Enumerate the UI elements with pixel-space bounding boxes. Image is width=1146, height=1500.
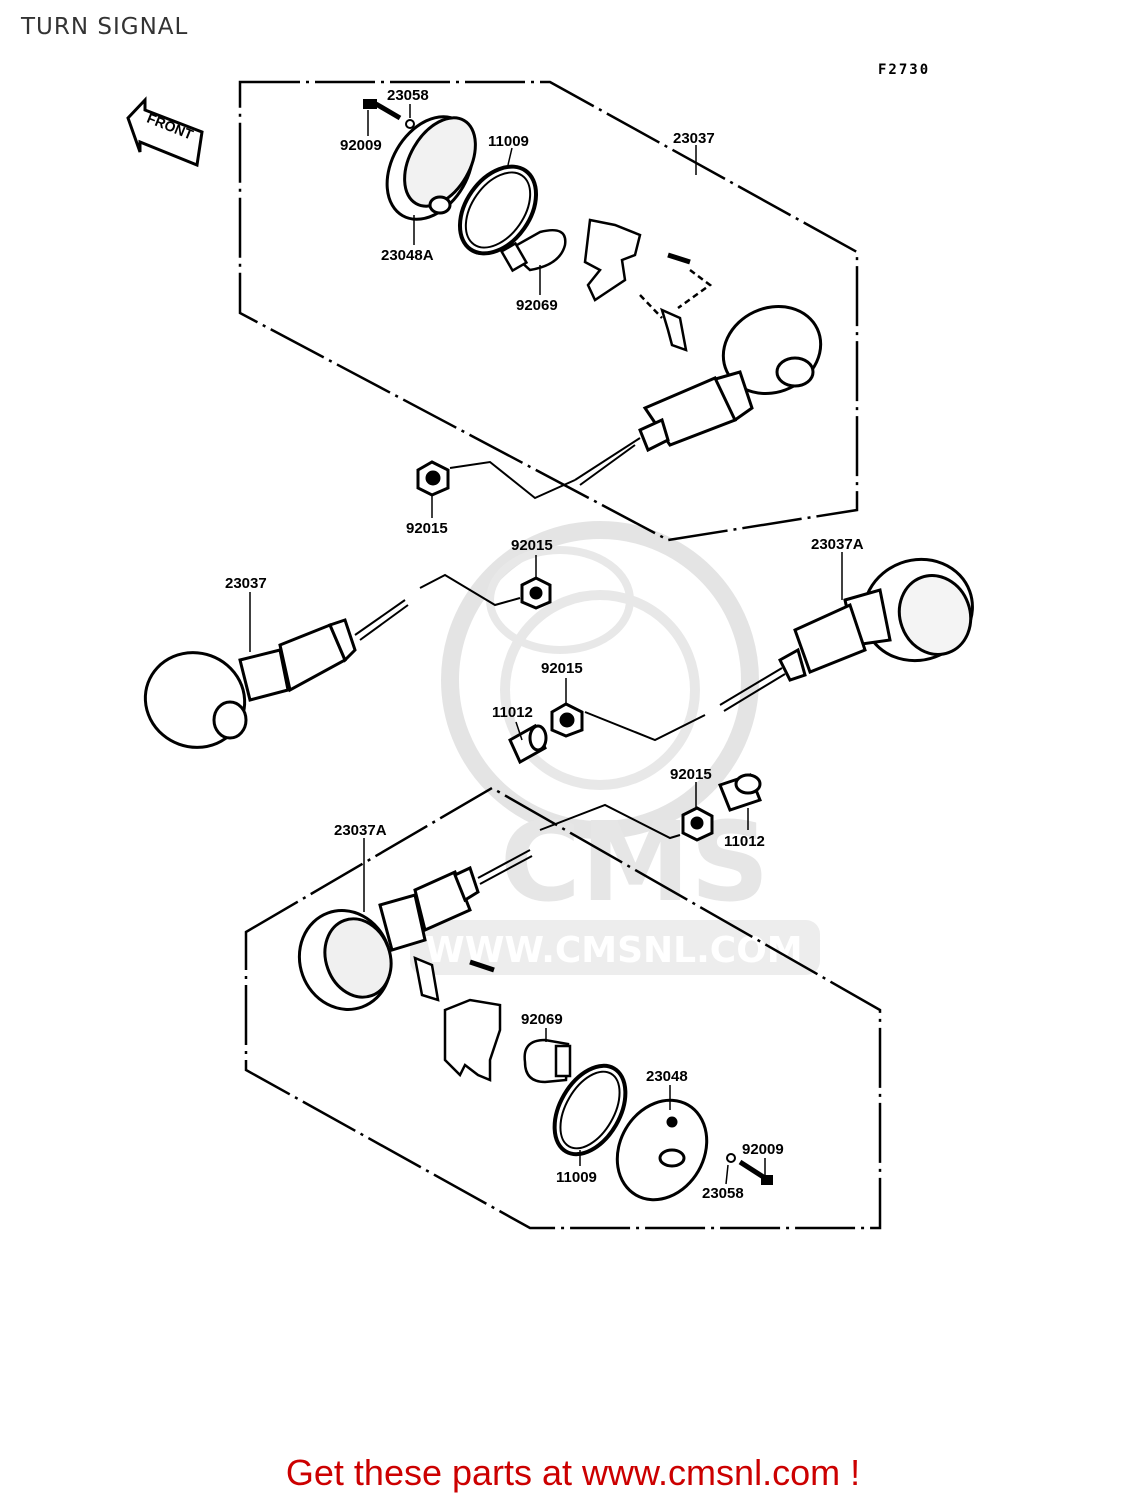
label-23037a-bottom: 23037A bbox=[334, 822, 387, 839]
nut-mid bbox=[520, 576, 552, 610]
front-arrow-icon: FRONT bbox=[126, 96, 204, 168]
label-11009-bottom: 11009 bbox=[556, 1169, 597, 1186]
grommet-mid bbox=[508, 723, 548, 765]
nut-mid2 bbox=[550, 702, 584, 738]
label-23037a-right: 23037A bbox=[811, 536, 864, 553]
label-92069-top: 92069 bbox=[516, 297, 558, 314]
bulb-bottom bbox=[523, 1038, 572, 1084]
parts-diagram: CMS WWW.CMSNL.COM FRONT bbox=[126, 80, 974, 1230]
o-ring-top bbox=[457, 164, 539, 256]
label-23058-top: 23058 bbox=[387, 87, 429, 104]
screw-top bbox=[363, 99, 415, 129]
label-23048: 23048 bbox=[646, 1068, 688, 1085]
screw-bottom bbox=[726, 1153, 773, 1185]
front-arrow-label: FRONT bbox=[145, 110, 196, 143]
figure-code: F2730 bbox=[878, 62, 931, 78]
label-11012-low: 11012 bbox=[724, 833, 765, 850]
label-92009-bottom: 92009 bbox=[742, 1141, 784, 1158]
label-92015-top: 92015 bbox=[406, 520, 448, 537]
label-11009-top: 11009 bbox=[488, 133, 529, 150]
label-23048a: 23048A bbox=[381, 247, 434, 264]
top-assembly-frame bbox=[238, 80, 859, 542]
turn-signal-left bbox=[143, 573, 521, 749]
label-23037-left: 23037 bbox=[225, 575, 267, 592]
nut-top bbox=[416, 460, 576, 500]
label-92015-mid: 92015 bbox=[511, 537, 553, 554]
watermark-url: WWW.CMSNL.COM bbox=[425, 930, 803, 971]
label-23058-bottom: 23058 bbox=[702, 1185, 744, 1202]
label-23037-top: 23037 bbox=[673, 130, 715, 147]
label-92069-bottom: 92069 bbox=[521, 1011, 563, 1028]
turn-signal-bottom bbox=[297, 803, 681, 1011]
turn-signal-right bbox=[584, 557, 974, 742]
page-title: TURN SIGNAL bbox=[21, 14, 189, 40]
footer-link[interactable]: Get these parts at www.cmsnl.com ! bbox=[285, 1452, 861, 1493]
lens-cup-top bbox=[385, 115, 477, 221]
grommet-low bbox=[718, 773, 762, 812]
bottom-assembly-frame bbox=[244, 786, 882, 1230]
lens-bottom bbox=[615, 1098, 709, 1202]
watermark-logo: CMS WWW.CMSNL.COM bbox=[410, 521, 820, 975]
label-92015-mid2: 92015 bbox=[541, 660, 583, 677]
socket-bracket-top bbox=[583, 218, 713, 352]
socket-bracket-bottom bbox=[413, 955, 502, 1082]
nut-low bbox=[681, 806, 714, 842]
leader-lines bbox=[249, 104, 843, 1185]
o-ring-bottom bbox=[552, 1063, 628, 1157]
watermark-logo-text: CMS bbox=[500, 798, 769, 926]
label-11012-mid: 11012 bbox=[492, 704, 533, 721]
bulb-top bbox=[499, 228, 567, 273]
label-92009-top: 92009 bbox=[340, 137, 382, 154]
turn-signal-top bbox=[574, 304, 823, 486]
label-92015-low: 92015 bbox=[670, 766, 712, 783]
